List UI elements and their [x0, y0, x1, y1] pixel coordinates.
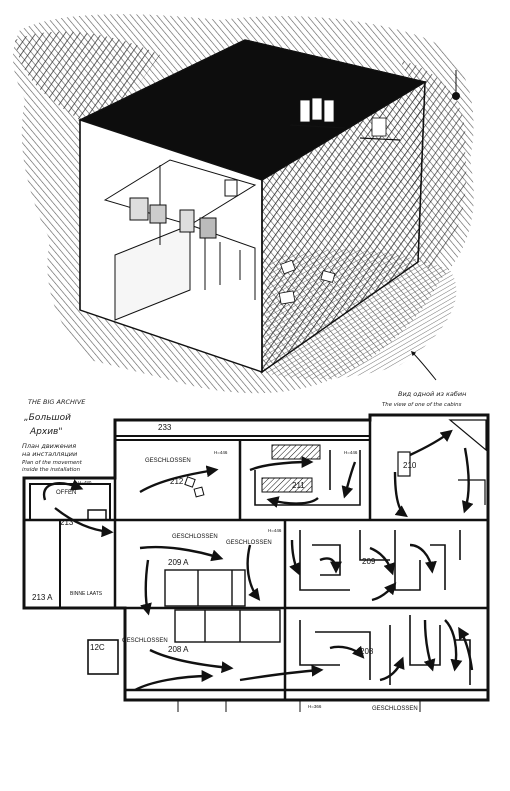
plan-ru-1: План движения [22, 442, 76, 450]
height-209: H=446 [268, 528, 282, 533]
scribble-dense-left [15, 31, 160, 120]
room-213: 213 [60, 518, 74, 527]
shelf [289, 124, 346, 129]
cabin-pointer-arrow [410, 350, 437, 381]
room-233: 233 [158, 423, 172, 432]
room-212: 212 [170, 477, 184, 486]
title-ru-2: Архив" [29, 427, 63, 437]
room-208: 208 [360, 647, 374, 656]
height-213: H=480 [78, 480, 92, 485]
closed-marker-209: GESCHLOSSEN [226, 540, 272, 546]
shelf-right [359, 137, 401, 141]
room-labels: 233 212 211 210 213 213 A 209 A 209 208 … [32, 423, 417, 656]
title-en: THE BIG ARCHIVE [28, 398, 86, 406]
closed-marker-209a: GESCHLOSSEN [172, 534, 218, 540]
height-211: H=446 [344, 450, 358, 455]
movement-arrows [42, 429, 474, 692]
closed-marker-bottom: GESCHLOSSEN [372, 706, 418, 712]
room-211: 211 [292, 481, 305, 490]
room-209: 209 [362, 557, 376, 566]
title-ru-1: „Большой [24, 413, 71, 423]
room-12c: 12C [90, 643, 105, 652]
cabins-interior [103, 159, 257, 321]
plan-en-2: inside the installation [22, 467, 81, 473]
outer-wall [22, 413, 490, 702]
open-marker: OFFEN [56, 490, 76, 496]
plan-ru-2: на инсталляции [22, 450, 77, 458]
papers [278, 97, 387, 305]
room-213a: 213 A [32, 593, 53, 602]
height-bottom: H=366 [308, 704, 322, 709]
room-209a: 209 A [168, 558, 189, 567]
closed-marker-208a: GESCHLOSSEN [122, 638, 168, 644]
lamp-icon [452, 70, 460, 100]
view-ru: Вид одной из кабин [398, 390, 466, 398]
room-208a: 208 A [168, 645, 189, 654]
markers: GESCHLOSSEN GESCHLOSSEN GESCHLOSSEN GESC… [56, 450, 418, 712]
room-210: 210 [403, 461, 417, 470]
closed-marker-212: GESCHLOSSEN [145, 458, 191, 464]
floor-plan [22, 413, 490, 712]
perspective-sketch [13, 14, 474, 394]
height-212: H=446 [214, 450, 228, 455]
binnen-label: BINNE LAATS [70, 591, 103, 597]
papers-212 [184, 476, 205, 498]
plan-en-1: Plan of the movement [22, 460, 83, 466]
view-en: The view of one of the cabins [382, 402, 462, 408]
